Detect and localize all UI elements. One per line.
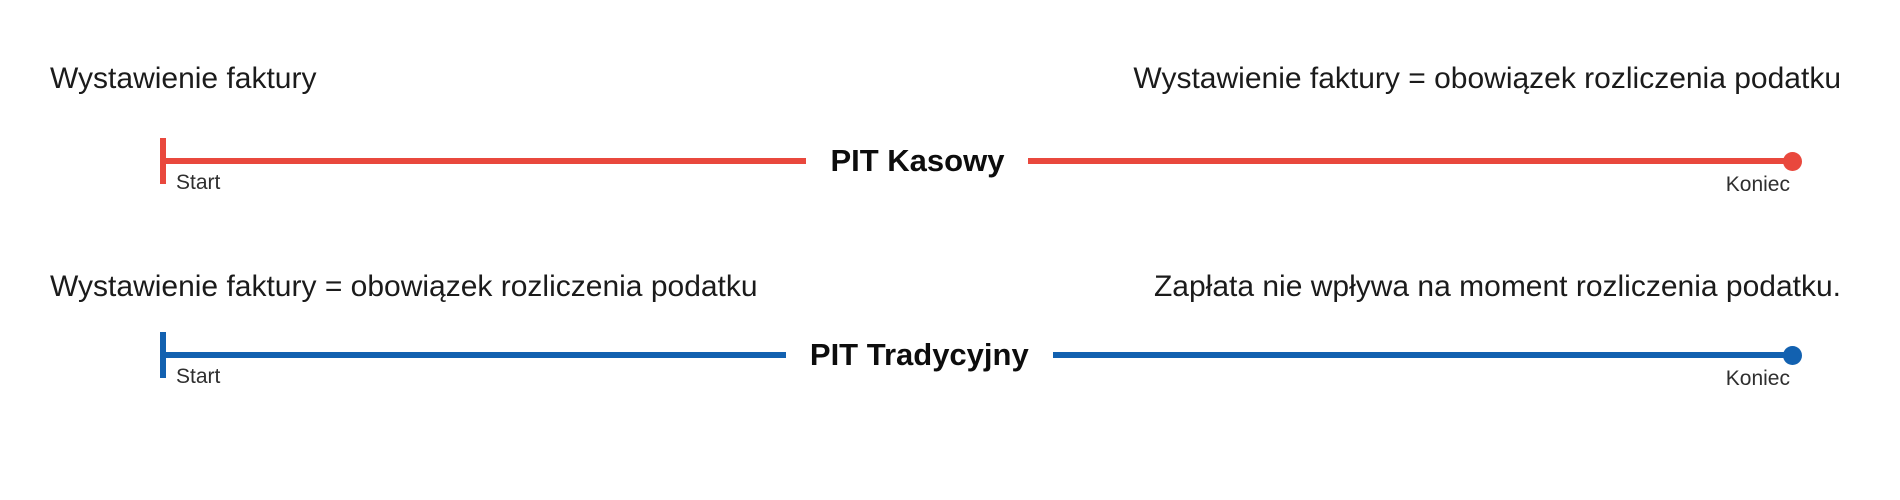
line-segment-left xyxy=(166,158,807,164)
timeline-title: PIT Tradycyjny xyxy=(809,337,1029,372)
timeline-line: PIT Tradycyjny xyxy=(160,332,1802,378)
annotation-left: Wystawienie faktury = obowiązek rozlicze… xyxy=(50,270,758,303)
line-segment-right xyxy=(1052,352,1784,358)
annotation-right: Wystawienie faktury = obowiązek rozlicze… xyxy=(1133,62,1841,95)
timeline-title: PIT Kasowy xyxy=(830,143,1005,178)
line-segment-right xyxy=(1028,158,1784,164)
end-label: Koniec xyxy=(1725,367,1790,390)
annotation-left: Wystawienie faktury xyxy=(50,62,317,95)
start-tick-icon xyxy=(160,138,166,184)
line-segment-left xyxy=(166,352,786,358)
end-dot-icon xyxy=(1783,151,1802,171)
annotation-right: Zapłata nie wpływa na moment rozliczenia… xyxy=(1153,270,1841,303)
start-tick-icon xyxy=(160,332,166,378)
start-label: Start xyxy=(176,365,221,388)
start-label: Start xyxy=(176,171,221,194)
end-dot-icon xyxy=(1783,345,1802,365)
timeline-line: PIT Kasowy xyxy=(160,138,1802,184)
end-label: Koniec xyxy=(1725,173,1790,196)
